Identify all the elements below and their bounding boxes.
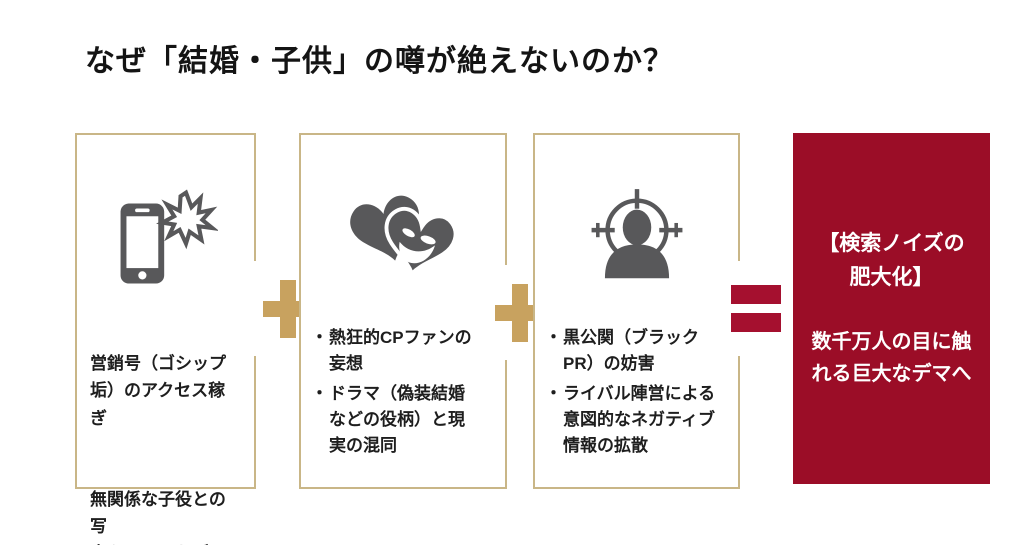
cause-box-gossip-accounts: 営銷号（ゴシップ 垢）のアクセス稼ぎ 無関係な子役との写 真を悪用したデマ — [75, 133, 256, 545]
target-person-icon — [591, 189, 682, 279]
theater-masks-icon — [350, 195, 458, 278]
result-box-search-noise: 【検索ノイズの 肥大化】 数千万人の目に触 れる巨大なデマへ — [793, 133, 990, 484]
result-body: 数千万人の目に触 れる巨大なデマへ — [811, 331, 972, 386]
cause-bullet-list: ・ 黒公関（ブラック PR）の妨害 ・ ライバル陣営による 意図的なネガティブ … — [535, 325, 738, 460]
bullet-marker: ・ — [311, 328, 328, 347]
bullet-marker: ・ — [545, 328, 562, 347]
cause-paragraph: 営銷号（ゴシップ 垢）のアクセス稼ぎ — [90, 354, 226, 428]
list-item: ・ ライバル陣営による 意図的なネガティブ 情報の拡散 — [545, 381, 732, 460]
cause-box-black-pr: ・ 黒公関（ブラック PR）の妨害 ・ ライバル陣営による 意図的なネガティブ … — [533, 133, 740, 489]
bullet-marker: ・ — [311, 383, 328, 403]
cause-box-cp-fans: ・ 熱狂的CPファンの 妄想 ・ ドラマ（偽装結婚 などの役柄）と現 実の混同 — [299, 133, 507, 489]
bullet-text: ライバル陣営による 意図的なネガティブ 情報の拡散 — [563, 383, 716, 456]
bullet-text: 熱狂的CPファンの 妄想 — [329, 328, 472, 374]
cause-paragraph: 無関係な子役との写 真を悪用したデマ — [90, 489, 226, 545]
icon-zone — [301, 135, 505, 313]
bullet-marker: ・ — [545, 383, 562, 403]
equals-icon — [723, 261, 789, 356]
smartphone-burst-icon — [120, 189, 218, 284]
list-item: ・ ドラマ（偽装結婚 などの役柄）と現 実の混同 — [311, 381, 499, 460]
list-item: ・ 熱狂的CPファンの 妄想 — [311, 325, 499, 378]
page-title: なぜ「結婚・子供」の噂が絶えないのか？ — [85, 45, 674, 78]
result-heading: 【検索ノイズの 肥大化】 — [818, 231, 965, 289]
bullet-text: 黒公関（ブラック PR）の妨害 — [563, 328, 699, 374]
bullet-text: ドラマ（偽装結婚 などの役柄）と現 実の混同 — [329, 383, 465, 456]
icon-zone — [535, 135, 738, 313]
cause-text: 営銷号（ゴシップ 垢）のアクセス稼ぎ 無関係な子役との写 真を悪用したデマ — [77, 313, 254, 545]
cause-bullet-list: ・ 熱狂的CPファンの 妄想 ・ ドラマ（偽装結婚 などの役柄）と現 実の混同 — [301, 325, 505, 460]
list-item: ・ 黒公関（ブラック PR）の妨害 — [545, 325, 732, 378]
icon-zone — [77, 135, 254, 313]
